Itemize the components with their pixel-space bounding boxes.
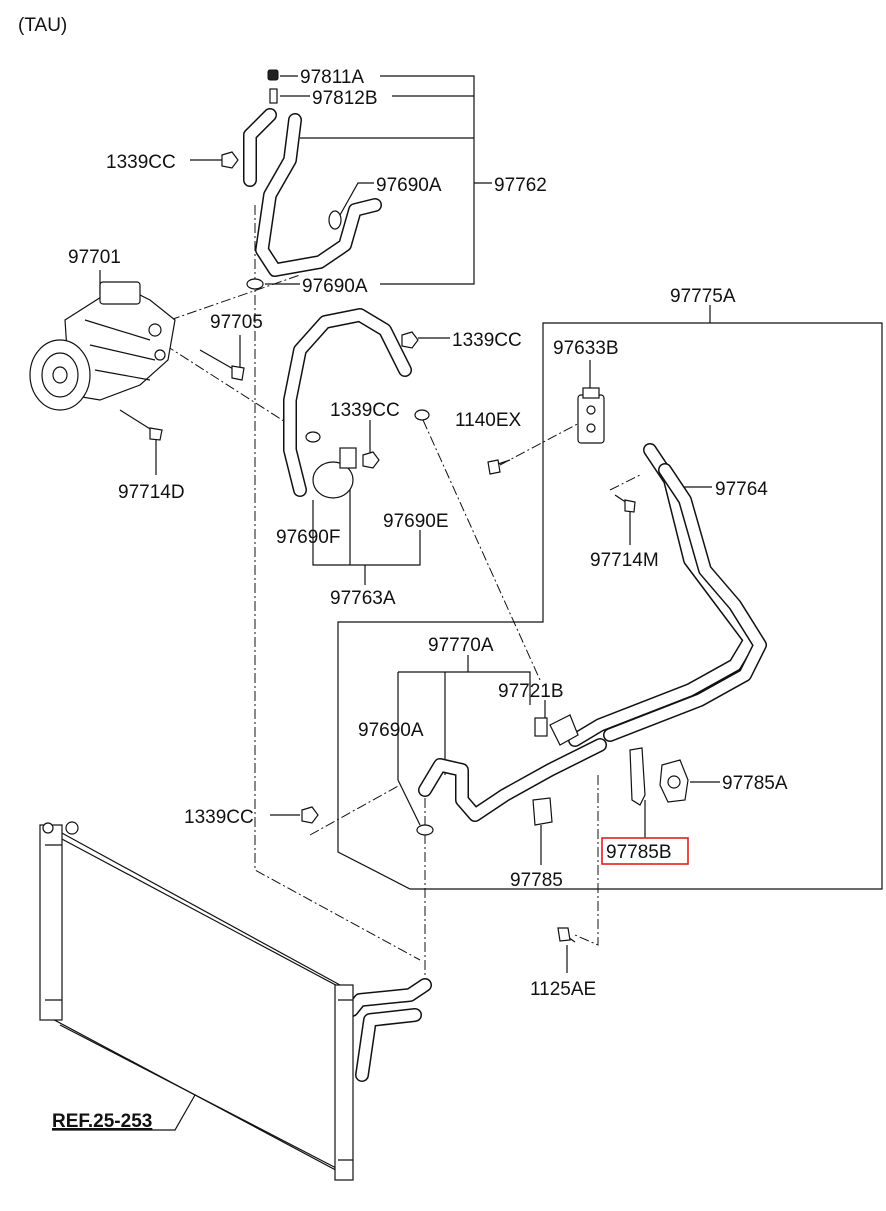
condenser-pipes (345, 978, 432, 1082)
pipe-97770A (418, 738, 607, 822)
clamp-icon-97785 (532, 797, 553, 826)
guide-line-97714M (609, 474, 641, 491)
part-label-1339CC-low[interactable]: 1339CC (184, 807, 254, 828)
guide-line-compressor-suction (164, 344, 291, 426)
bolt-icon-97714M (614, 494, 636, 513)
part-label-97690A-low[interactable]: 97690A (358, 720, 424, 741)
suction-block-icon (312, 447, 357, 499)
part-label-97812B[interactable]: 97812B (312, 88, 378, 109)
leader-97690A-low (397, 779, 421, 826)
guide-line-compressor-hose (169, 274, 301, 321)
leader-ref (52, 1094, 196, 1131)
part-label-97633B[interactable]: 97633B (553, 338, 619, 359)
o-ring-icon-97690E (414, 409, 430, 421)
pipe-97764 (568, 443, 767, 747)
o-ring-icon-97690A-top (328, 210, 342, 230)
sensor-icon-97721B (534, 714, 579, 746)
guide-line-compressor-condenser (254, 205, 421, 961)
part-label-97714D[interactable]: 97714D (118, 482, 185, 503)
nut-icon-1339CC-mid (401, 331, 419, 349)
part-label-97721B[interactable]: 97721B (498, 681, 564, 702)
guide-line-1140EX (499, 419, 586, 466)
nut-icon-1339CC-inner (362, 451, 380, 469)
variant-label: (TAU) (18, 15, 67, 36)
part-label-97785[interactable]: 97785 (510, 870, 563, 891)
part-label-97690E[interactable]: 97690E (383, 511, 449, 532)
part-label-1339CC-mid[interactable]: 1339CC (452, 330, 522, 351)
part-label-97763A[interactable]: 97763A (330, 588, 396, 609)
part-label-97690F[interactable]: 97690F (276, 527, 340, 548)
clamp-icon-97785A (659, 759, 689, 803)
part-label-97785B[interactable]: 97785B (606, 842, 672, 863)
part-label-97705[interactable]: 97705 (210, 312, 263, 333)
guide-line-97690E (422, 419, 541, 681)
leader-bracket-97770A (397, 655, 531, 780)
part-label-97785A[interactable]: 97785A (722, 773, 788, 794)
leader-bracket-97762 (300, 75, 492, 285)
o-ring-icon-97690A-mid (246, 278, 264, 290)
part-label-1140EX[interactable]: 1140EX (455, 410, 522, 431)
nut-icon-1339CC-top (221, 151, 239, 169)
bolt-icon-97705 (199, 349, 245, 381)
compressor-icon (29, 281, 176, 411)
condenser-icon (39, 821, 354, 1181)
nut-icon-1339CC-low (301, 806, 319, 824)
part-label-97770A[interactable]: 97770A (428, 635, 494, 656)
bolt-icon-1140EX (487, 459, 511, 475)
nut-icon-97811A (267, 69, 279, 81)
part-label-1125AE[interactable]: 1125AE (530, 979, 596, 1000)
part-label-97811A[interactable]: 97811A (300, 67, 364, 88)
part-label-97714M[interactable]: 97714M (590, 550, 659, 571)
part-label-1339CC-top[interactable]: 1339CC (106, 152, 176, 173)
hose-97763A (283, 308, 412, 497)
o-ring-icon-97690A-low (416, 824, 434, 836)
o-ring-icon-97690F (305, 431, 321, 443)
part-label-97762[interactable]: 97762 (494, 175, 547, 196)
bolt-icon-97812B (269, 88, 278, 104)
part-label-1339CC-inner[interactable]: 1339CC (330, 400, 400, 421)
assembly-97775A-outline (337, 322, 883, 890)
bracket-icon-97785B (629, 747, 646, 806)
bolt-icon-1125AE (557, 927, 576, 943)
hose-97762 (243, 108, 382, 277)
expansion-valve-icon (577, 387, 605, 444)
reference-link[interactable]: REF.25-253 (52, 1111, 152, 1132)
part-label-97701[interactable]: 97701 (68, 247, 121, 268)
part-label-97690A-mid[interactable]: 97690A (302, 276, 368, 297)
part-label-97690A-top[interactable]: 97690A (376, 175, 442, 196)
leader-97690A-top (339, 182, 374, 216)
guide-line-1339CC-low (309, 784, 401, 836)
part-label-97764[interactable]: 97764 (715, 479, 768, 500)
part-label-97775A[interactable]: 97775A (670, 286, 736, 307)
guide-line-1125AE (574, 775, 599, 946)
highlight-box-97785B (601, 837, 689, 865)
bolt-icon-97714D (119, 409, 163, 441)
